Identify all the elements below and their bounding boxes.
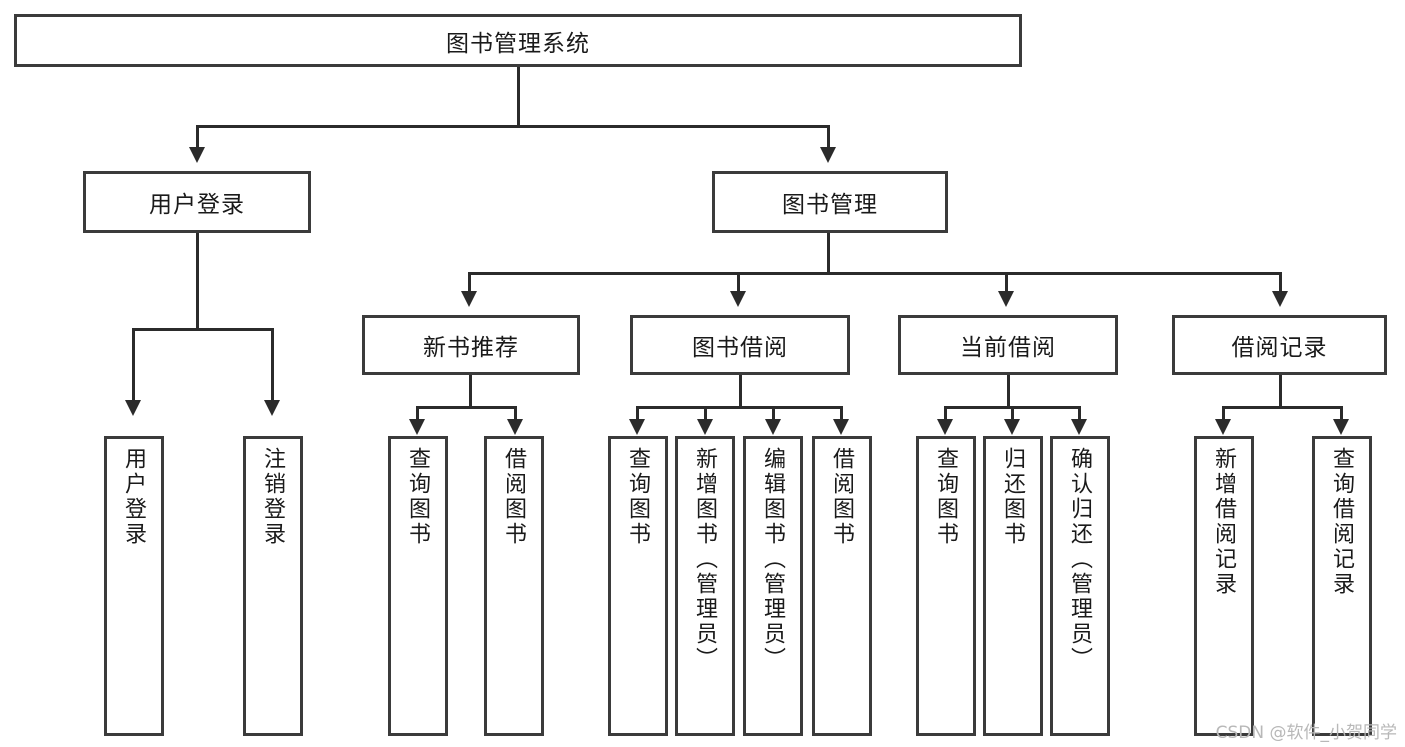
node-label: 借阅图书 <box>830 447 855 547</box>
node-label: 图书借阅 <box>692 334 788 360</box>
node-label: 查询图书 <box>626 447 651 547</box>
node-root-system[interactable]: 图书管理系统 <box>14 14 1022 67</box>
connector-current-borrow-drop-2 <box>1011 406 1014 421</box>
node-label: 查询图书 <box>406 447 431 547</box>
connector-book-manage-drop-4 <box>1279 272 1282 294</box>
node-label: 新增图书（管理员） <box>693 447 718 672</box>
arrowhead-root-to-book-manage <box>820 147 836 163</box>
arrowhead-book-manage-child-3 <box>998 291 1014 307</box>
connector-book-borrow-drop-1 <box>636 406 639 421</box>
arrowhead-book-borrow-leaf-4 <box>833 419 849 435</box>
leaf-borrow-book[interactable]: 借阅图书 <box>812 436 872 736</box>
connector-book-borrow-bus <box>636 406 843 409</box>
node-label: 编辑图书（管理员） <box>761 447 786 672</box>
arrowhead-current-borrow-leaf-3 <box>1071 419 1087 435</box>
node-label: 新书推荐 <box>423 334 519 360</box>
connector-root-to-book-manage <box>827 125 830 151</box>
connector-borrow-record-stem <box>1279 375 1282 406</box>
leaf-query-book-current[interactable]: 查询图书 <box>916 436 976 736</box>
connector-new-book-rec-stem <box>469 375 472 406</box>
connector-book-manage-stem <box>827 233 830 272</box>
connector-new-book-rec-drop-2 <box>514 406 517 421</box>
arrowhead-borrow-record-leaf-2 <box>1333 419 1349 435</box>
arrowhead-book-manage-child-4 <box>1272 291 1288 307</box>
arrowhead-user-login-leaf-2 <box>264 400 280 416</box>
arrowhead-current-borrow-leaf-2 <box>1004 419 1020 435</box>
leaf-query-borrow-record[interactable]: 查询借阅记录 <box>1312 436 1372 736</box>
connector-book-borrow-drop-4 <box>840 406 843 421</box>
node-label: 查询图书 <box>934 447 959 547</box>
node-label: 当前借阅 <box>960 334 1056 360</box>
leaf-add-borrow-record[interactable]: 新增借阅记录 <box>1194 436 1254 736</box>
connector-book-borrow-drop-2 <box>704 406 707 421</box>
connector-current-borrow-drop-3 <box>1078 406 1081 421</box>
leaf-add-book-admin[interactable]: 新增图书（管理员） <box>675 436 735 736</box>
node-label: 查询借阅记录 <box>1330 447 1355 597</box>
arrowhead-book-borrow-leaf-3 <box>765 419 781 435</box>
connector-new-book-rec-bus <box>416 406 517 409</box>
arrowhead-current-borrow-leaf-1 <box>937 419 953 435</box>
connector-borrow-record-drop-1 <box>1222 406 1225 421</box>
node-label: 借阅图书 <box>502 447 527 547</box>
leaf-logout[interactable]: 注销登录 <box>243 436 303 736</box>
connector-book-manage-bus <box>468 272 1282 275</box>
node-new-book-recommendation[interactable]: 新书推荐 <box>362 315 580 375</box>
connector-new-book-rec-drop-1 <box>416 406 419 421</box>
node-book-manage[interactable]: 图书管理 <box>712 171 948 233</box>
connector-borrow-record-bus <box>1222 406 1343 409</box>
connector-book-manage-drop-3 <box>1005 272 1008 294</box>
node-label: 注销登录 <box>261 447 286 547</box>
arrowhead-root-to-user-login <box>189 147 205 163</box>
arrowhead-user-login-leaf-1 <box>125 400 141 416</box>
connector-current-borrow-stem <box>1007 375 1010 406</box>
leaf-query-book-borrow[interactable]: 查询图书 <box>608 436 668 736</box>
arrowhead-new-book-rec-leaf-1 <box>409 419 425 435</box>
node-label: 借阅记录 <box>1231 334 1328 360</box>
connector-user-login-stem <box>196 233 199 328</box>
connector-book-borrow-stem <box>739 375 742 406</box>
node-label: 归还图书 <box>1001 447 1026 547</box>
arrowhead-book-borrow-leaf-2 <box>697 419 713 435</box>
leaf-user-login[interactable]: 用户登录 <box>104 436 164 736</box>
leaf-edit-book-admin[interactable]: 编辑图书（管理员） <box>743 436 803 736</box>
node-label: 用户登录 <box>149 191 245 217</box>
leaf-confirm-return-admin[interactable]: 确认归还（管理员） <box>1050 436 1110 736</box>
leaf-borrow-book-recommendation[interactable]: 借阅图书 <box>484 436 544 736</box>
csdn-watermark: CSDN @软件_小贺同学 <box>1215 723 1397 743</box>
connector-user-login-bus <box>132 328 274 331</box>
node-book-borrow[interactable]: 图书借阅 <box>630 315 850 375</box>
connector-user-login-drop-2 <box>271 328 274 404</box>
node-borrow-record[interactable]: 借阅记录 <box>1172 315 1387 375</box>
connector-current-borrow-drop-1 <box>944 406 947 421</box>
connector-book-manage-drop-1 <box>468 272 471 294</box>
connector-borrow-record-drop-2 <box>1340 406 1343 421</box>
connector-user-login-drop-1 <box>132 328 135 404</box>
node-user-login[interactable]: 用户登录 <box>83 171 311 233</box>
node-label: 图书管理 <box>782 191 878 217</box>
arrowhead-borrow-record-leaf-1 <box>1215 419 1231 435</box>
connector-book-manage-drop-2 <box>737 272 740 294</box>
connector-root-bus <box>196 125 830 128</box>
node-label: 用户登录 <box>122 447 147 547</box>
connector-root-to-user-login <box>196 125 199 151</box>
leaf-query-book-recommendation[interactable]: 查询图书 <box>388 436 448 736</box>
arrowhead-book-manage-child-1 <box>461 291 477 307</box>
arrowhead-new-book-rec-leaf-2 <box>507 419 523 435</box>
node-label: 图书管理系统 <box>446 29 590 56</box>
connector-root-stem <box>517 67 520 125</box>
connector-book-borrow-drop-3 <box>772 406 775 421</box>
leaf-return-book[interactable]: 归还图书 <box>983 436 1043 736</box>
arrowhead-book-borrow-leaf-1 <box>629 419 645 435</box>
arrowhead-book-manage-child-2 <box>730 291 746 307</box>
node-label: 确认归还（管理员） <box>1068 447 1093 672</box>
node-label: 新增借阅记录 <box>1212 447 1237 597</box>
node-current-borrow[interactable]: 当前借阅 <box>898 315 1118 375</box>
